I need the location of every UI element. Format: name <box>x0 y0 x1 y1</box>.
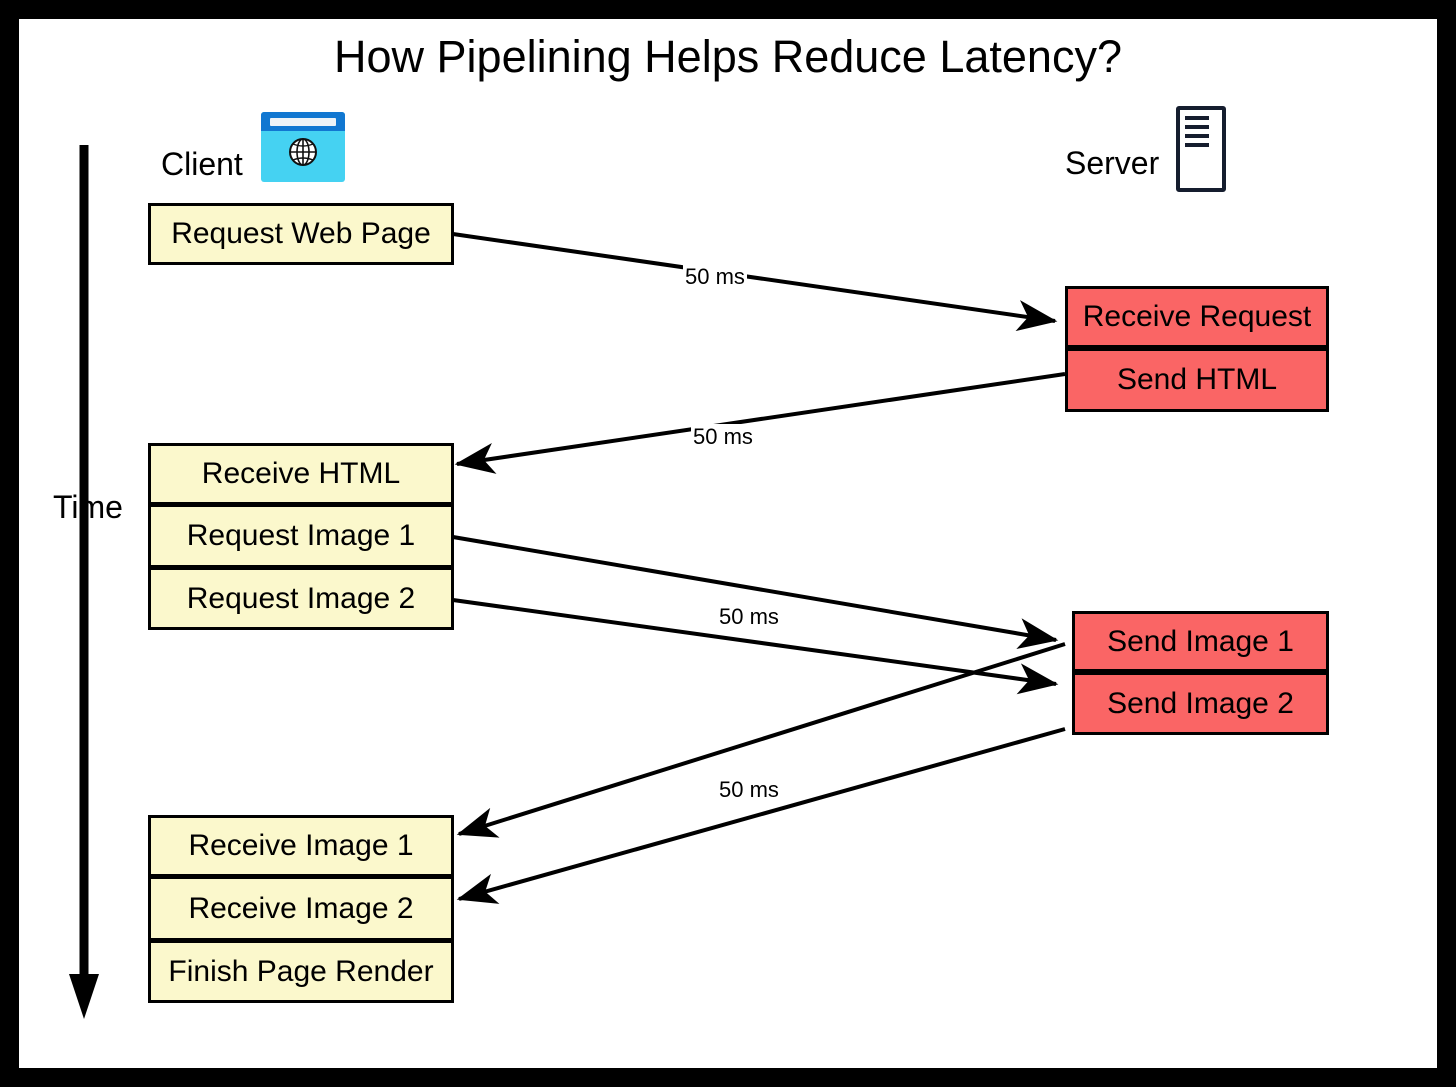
diagram-canvas: How Pipelining Helps Reduce Latency? <box>19 19 1437 1068</box>
latency-label-2: 50 ms <box>691 424 755 450</box>
arrow-request-image-1 <box>452 535 1059 650</box>
arrow-send-image-2 <box>456 727 1066 904</box>
server-box-receive-request[interactable]: Receive Request <box>1065 286 1329 348</box>
client-box-request-image-1[interactable]: Request Image 1 <box>148 505 454 567</box>
lane-label-client: Client <box>161 146 243 182</box>
arrow-send-image-1 <box>456 642 1066 838</box>
time-axis-arrow <box>69 145 99 1019</box>
client-box-receive-image-2[interactable]: Receive Image 2 <box>148 877 454 940</box>
arrow-send-html <box>454 372 1066 474</box>
globe-icon <box>289 138 317 166</box>
client-box-finish-page-render[interactable]: Finish Page Render <box>148 940 454 1003</box>
client-box-receive-image-1[interactable]: Receive Image 1 <box>148 815 454 877</box>
time-axis-label: Time <box>53 489 123 525</box>
client-box-request-web-page[interactable]: Request Web Page <box>148 203 454 265</box>
server-rack-icon <box>1176 106 1226 192</box>
browser-addressbar <box>270 118 336 126</box>
latency-label-1: 50 ms <box>683 264 747 290</box>
page-title: How Pipelining Helps Reduce Latency? <box>334 31 1122 82</box>
lane-label-server: Server <box>1065 145 1160 181</box>
latency-label-4: 50 ms <box>719 777 779 802</box>
client-box-request-image-2[interactable]: Request Image 2 <box>148 567 454 630</box>
latency-label-3: 50 ms <box>719 604 779 629</box>
server-box-send-image-1[interactable]: Send Image 1 <box>1072 611 1329 672</box>
diagram-arrows-layer <box>69 145 1066 1019</box>
server-box-send-image-2[interactable]: Send Image 2 <box>1072 672 1329 735</box>
browser-globe-icon <box>261 112 345 182</box>
arrow-request-image-2 <box>452 598 1059 695</box>
arrow-request-web-page <box>452 232 1058 332</box>
client-box-receive-html[interactable]: Receive HTML <box>148 443 454 505</box>
server-box-send-html[interactable]: Send HTML <box>1065 348 1329 412</box>
